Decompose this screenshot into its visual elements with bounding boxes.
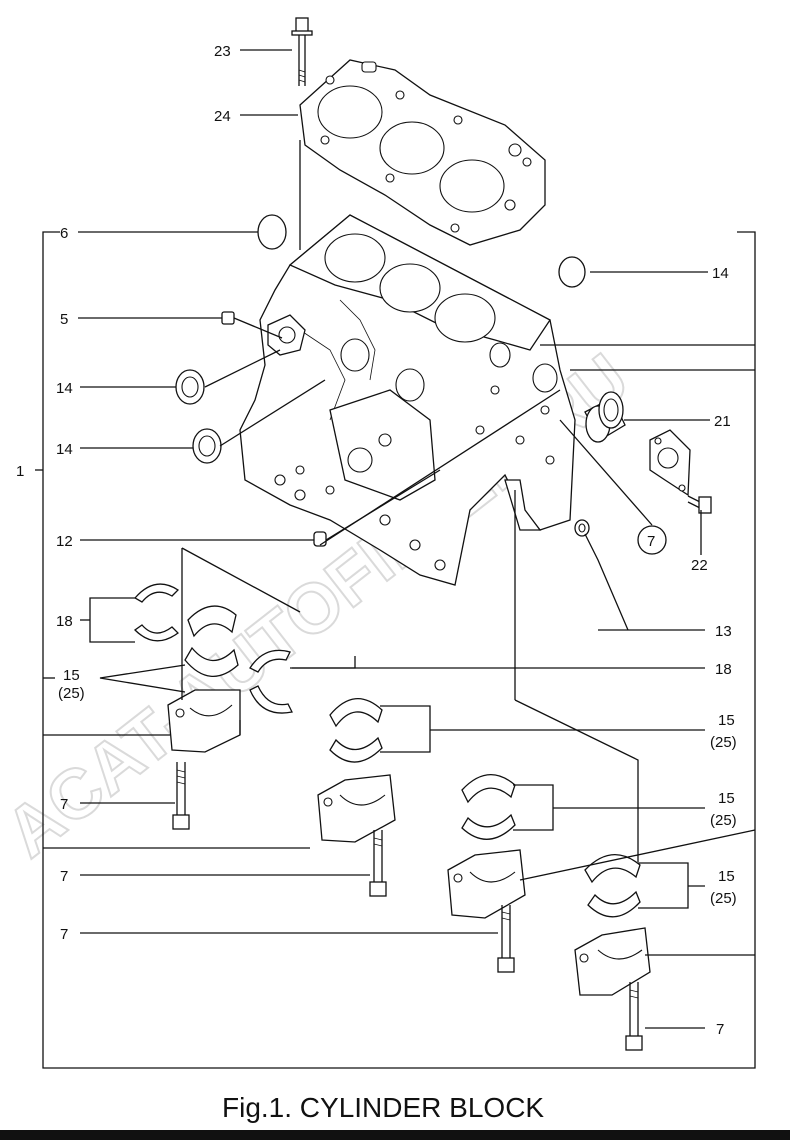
cap-bolt-7-b: [369, 830, 387, 897]
callout-15-d: 15: [718, 868, 735, 885]
plug-14-right: [558, 256, 586, 288]
callout-25-b: (25): [710, 734, 737, 751]
circled-7-label: 7: [647, 533, 655, 550]
callout-7-b: 7: [60, 868, 68, 885]
callout-15-b: 15: [718, 712, 735, 729]
callout-14-upper: 14: [56, 380, 73, 397]
callout-labels: 23 24 6 5 14 14 1 12 18 15 (25) 7 7 7 14…: [16, 43, 737, 1038]
cap-bolt-7-c: [497, 905, 515, 973]
callout-1: 1: [16, 463, 24, 480]
plug-12: [313, 531, 327, 547]
bearing-shells-2: [329, 697, 383, 763]
cap-bolt-7-d: [625, 982, 643, 1051]
callout-7-d: 7: [716, 1021, 724, 1038]
cover-plate: [649, 429, 691, 497]
callout-12: 12: [56, 533, 73, 550]
callout-25-d: (25): [710, 890, 737, 907]
bearing-cap-3: [447, 849, 526, 919]
callout-23: 23: [214, 43, 231, 60]
callout-15-c: 15: [718, 790, 735, 807]
bearing-cap-1: [167, 689, 241, 753]
washer-13: [574, 519, 590, 537]
callout-18-left: 18: [56, 613, 73, 630]
callout-24: 24: [214, 108, 231, 125]
cylinder-block: [239, 214, 576, 586]
callout-5: 5: [60, 311, 68, 328]
callout-22: 22: [691, 557, 708, 574]
callout-7-c: 7: [60, 926, 68, 943]
callout-15-left: 15: [63, 667, 80, 684]
callout-6: 6: [60, 225, 68, 242]
thrust-washer-18-right: [249, 649, 293, 714]
callout-14-right: 14: [712, 265, 729, 282]
callout-13: 13: [715, 623, 732, 640]
seal-14-upper: [175, 369, 205, 405]
callout-25-left: (25): [58, 685, 85, 702]
bearing-shells-1: [184, 605, 239, 678]
head-gasket-24: [299, 59, 546, 246]
bottom-border: [0, 1130, 790, 1140]
bearing-cap-2: [317, 774, 396, 843]
cap-bolt-7-a: [172, 762, 190, 830]
circled-callout-7: [637, 525, 667, 555]
figure-caption: Fig.1. CYLINDER BLOCK: [222, 1092, 544, 1123]
bush-21: [584, 391, 626, 443]
plug-5: [221, 311, 235, 325]
callout-14-lower: 14: [56, 441, 73, 458]
bearing-cap-4: [574, 927, 651, 996]
assembly-bracket: [42, 231, 756, 1069]
callout-25-c: (25): [710, 812, 737, 829]
thrust-washer-18-left: [133, 583, 180, 642]
leader-lines: [35, 49, 756, 1029]
bolt-22: [687, 495, 712, 514]
callout-7-a: 7: [60, 796, 68, 813]
seal-14-lower: [192, 428, 222, 464]
head-bolt-23: [291, 17, 313, 86]
plug-6: [257, 214, 287, 250]
callout-21: 21: [714, 413, 731, 430]
callout-18-right: 18: [715, 661, 732, 678]
bearing-shells-3: [461, 773, 516, 840]
bearing-shells-4: [584, 853, 641, 918]
